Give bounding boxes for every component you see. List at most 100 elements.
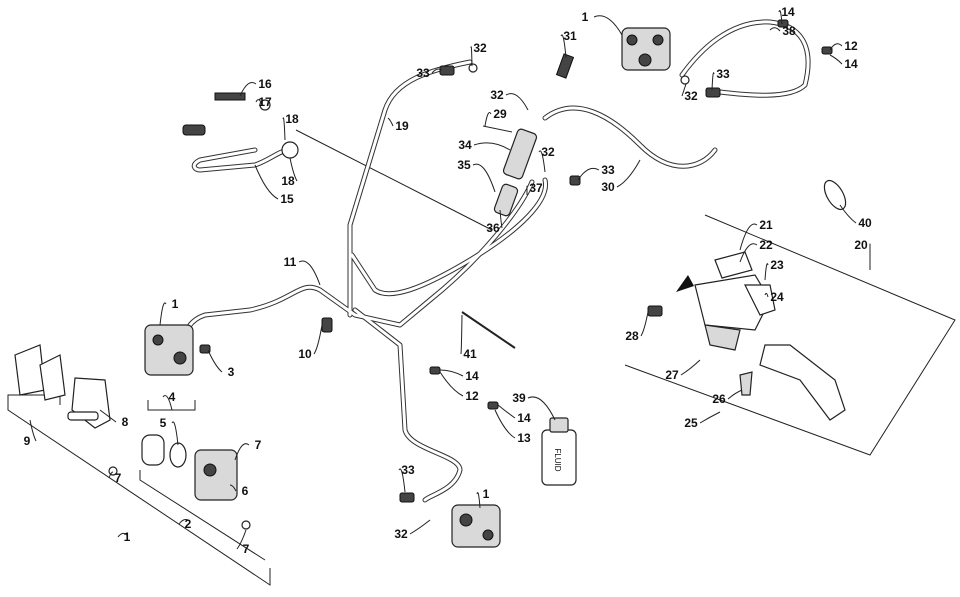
callout-leader <box>711 72 715 91</box>
callout-leader <box>778 10 783 25</box>
callout-leader <box>239 82 257 97</box>
callout-number: 2 <box>185 517 192 531</box>
clips <box>199 19 833 410</box>
group-brackets <box>7 129 956 586</box>
callout-number: 34 <box>458 138 472 152</box>
caliper-bottom <box>451 504 501 548</box>
callout-number: 4 <box>169 390 176 404</box>
callout-leader <box>727 389 743 400</box>
callout-number: 32 <box>684 89 698 103</box>
callout-number: 35 <box>457 158 471 172</box>
brake-line-inner <box>181 180 534 347</box>
proportioning-valve <box>482 53 575 217</box>
callout-leader <box>829 43 843 51</box>
brake-line-4 <box>349 177 549 297</box>
brake-line-inner <box>543 106 717 168</box>
callout-leader <box>398 468 406 493</box>
callout-number: 33 <box>716 67 730 81</box>
bracket-line-9 <box>7 394 61 410</box>
callout-leader <box>764 263 769 281</box>
callout-leader <box>640 311 649 337</box>
callout-number: 17 <box>258 95 272 109</box>
callout-number: 18 <box>285 112 299 126</box>
callout-number: 27 <box>665 368 679 382</box>
callout-number: 33 <box>601 163 615 177</box>
callout-leader <box>387 117 394 127</box>
cable-tie-41 <box>461 311 516 349</box>
callout-number: 14 <box>465 369 479 383</box>
callout-leader <box>207 349 223 373</box>
callout-number: 1 <box>582 10 589 24</box>
rear-tube-15 <box>182 92 299 159</box>
callout-leader <box>439 371 464 397</box>
callout-number: 20 <box>854 238 868 252</box>
bracket-line-20 <box>624 214 956 456</box>
callout-leader <box>289 157 298 182</box>
callout-number: 32 <box>473 41 487 55</box>
bracket-line-15 <box>295 129 493 231</box>
brake-line-inner <box>680 20 810 97</box>
callout-number: 7 <box>255 438 262 452</box>
callout-number: 13 <box>517 431 531 445</box>
callout-number: 33 <box>416 66 430 80</box>
callout-leader <box>497 404 516 419</box>
callout-number: 39 <box>512 391 526 405</box>
caliper-bracket <box>67 377 111 429</box>
callout-leader <box>476 492 481 509</box>
callout-leader <box>680 359 701 376</box>
callout-leader <box>162 395 173 411</box>
callout-number: 26 <box>712 392 726 406</box>
callout-number: 37 <box>529 181 543 195</box>
callout-number: 23 <box>770 258 784 272</box>
bottle-label: FLUID <box>553 448 562 471</box>
callout-number: 41 <box>463 347 477 361</box>
callout-number: 14 <box>844 57 858 71</box>
callout-leader <box>560 34 567 59</box>
callout-leader <box>769 27 781 32</box>
callout-number: 33 <box>401 463 415 477</box>
parts: FLUID <box>14 19 847 548</box>
callout-number: 14 <box>781 5 795 19</box>
callout-number: 12 <box>844 39 858 53</box>
callout-number: 28 <box>625 329 639 343</box>
callout-number: 12 <box>465 389 479 403</box>
callout-leader <box>616 159 641 188</box>
callout-number: 25 <box>684 416 698 430</box>
callout-leader <box>499 209 503 229</box>
callout-number: 40 <box>858 216 872 230</box>
callout-leader <box>178 519 189 525</box>
callout-number: 38 <box>782 24 796 38</box>
callout-leader <box>255 99 263 106</box>
callout-leader <box>494 409 516 439</box>
callout-leader <box>739 243 758 263</box>
callout-leader <box>431 68 443 74</box>
callout-number: 31 <box>563 29 577 43</box>
callout-number: 7 <box>243 542 250 556</box>
brake-line-inner <box>192 148 292 172</box>
callout-number: 1 <box>172 297 179 311</box>
callout-number: 30 <box>601 180 615 194</box>
callout-leader <box>236 529 247 550</box>
callout-number: 32 <box>394 527 408 541</box>
callout-number: 6 <box>242 484 249 498</box>
callout-leader <box>739 223 758 251</box>
callout-number: 32 <box>541 145 555 159</box>
callout-leader <box>681 83 687 97</box>
callout-leader <box>839 204 857 224</box>
callout-leader <box>282 117 286 141</box>
callout-number: 8 <box>122 415 129 429</box>
callout-number: 1 <box>124 530 131 544</box>
callout-number: 3 <box>228 365 235 379</box>
callout-leader <box>538 150 546 173</box>
callout-leader <box>99 409 117 423</box>
brake-line-inner <box>348 60 472 317</box>
callout-leader <box>29 419 37 442</box>
callout-number: 22 <box>759 238 773 252</box>
caliper-exploded <box>141 434 238 501</box>
callout-leader <box>117 532 128 538</box>
fittings <box>108 63 721 530</box>
callout-leader <box>409 519 431 535</box>
callout-number: 5 <box>160 416 167 430</box>
